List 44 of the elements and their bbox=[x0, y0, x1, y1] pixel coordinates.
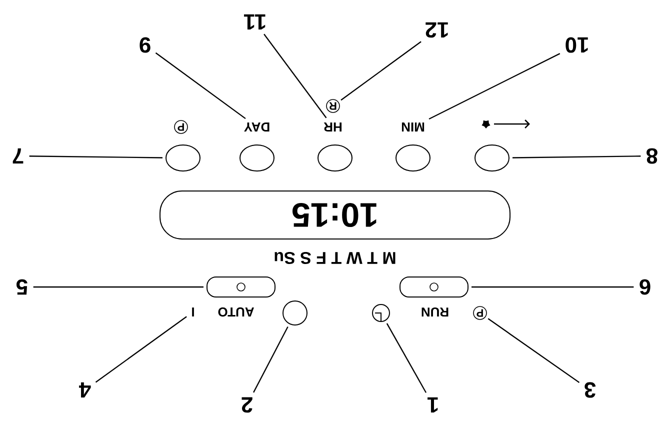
panel-label: MIN bbox=[402, 122, 424, 132]
callout-number: 9 bbox=[140, 37, 150, 53]
callout-number: 10 bbox=[566, 37, 588, 53]
leader-line bbox=[29, 156, 163, 158]
callout-number: 2 bbox=[242, 397, 252, 413]
panel-label: AUTO bbox=[218, 307, 254, 317]
callout-number: 11 bbox=[244, 14, 266, 30]
panel-label: RUN bbox=[422, 307, 448, 317]
leader-line bbox=[386, 323, 427, 393]
push-button bbox=[240, 144, 274, 172]
leader-line bbox=[512, 156, 641, 158]
push-button bbox=[318, 144, 352, 172]
circle-symbol bbox=[282, 300, 308, 326]
leader-line bbox=[340, 41, 422, 101]
panel-label: HR bbox=[324, 122, 342, 132]
leader-line bbox=[95, 316, 187, 383]
leader-line bbox=[33, 286, 204, 288]
callout-number: 4 bbox=[79, 382, 91, 398]
leader-line bbox=[428, 53, 560, 120]
callout-number: 3 bbox=[584, 382, 596, 398]
leader-line bbox=[488, 318, 580, 383]
clock-symbol bbox=[372, 304, 390, 322]
callout-number: 5 bbox=[16, 279, 28, 295]
circled-letter: P bbox=[174, 120, 188, 134]
circled-letter: R bbox=[326, 99, 340, 113]
circled-letter: P bbox=[473, 306, 487, 320]
push-button bbox=[396, 144, 430, 172]
leader-line bbox=[155, 52, 246, 120]
leader-line bbox=[472, 286, 634, 288]
slide-switch bbox=[206, 276, 276, 298]
callout-number: 7 bbox=[12, 148, 24, 164]
panel-label: DAY bbox=[244, 122, 270, 132]
leader-line bbox=[253, 326, 288, 393]
display-window: 10:15 bbox=[160, 190, 510, 240]
panel-label: I bbox=[192, 308, 194, 316]
callout-number: 1 bbox=[428, 397, 438, 413]
callout-number: 6 bbox=[640, 279, 650, 295]
callout-number: 8 bbox=[646, 148, 658, 164]
weekday-row: M T W T F S Su bbox=[274, 252, 396, 264]
push-button bbox=[166, 144, 200, 172]
slide-switch bbox=[400, 276, 468, 298]
callout-number: 12 bbox=[426, 22, 448, 38]
push-button bbox=[474, 144, 510, 172]
leader-line bbox=[264, 34, 327, 118]
